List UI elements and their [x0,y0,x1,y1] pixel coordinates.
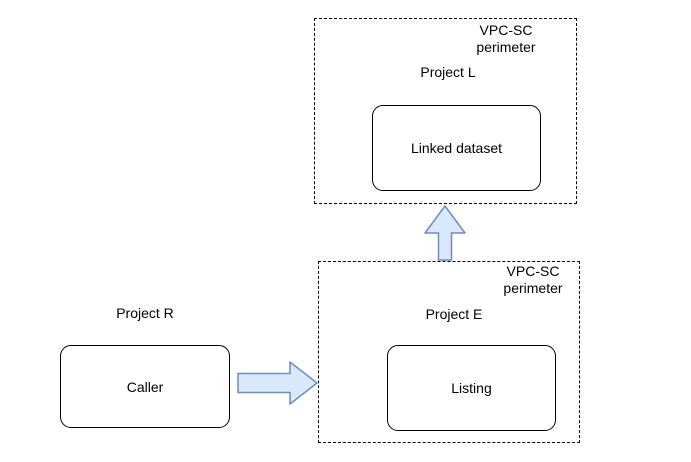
perimeter-e-label-line2: perimeter [503,280,563,296]
listing-node: Listing [387,345,556,431]
arrow-listing-to-linked-dataset-icon [424,205,466,261]
linked-dataset-node-label: Linked dataset [410,140,503,156]
perimeter-box-project-e: VPC-SC perimeter Project E Listing [318,261,580,443]
perimeter-l-label: VPC-SC perimeter [476,22,535,56]
project-e-label: Project E [425,306,483,322]
perimeter-box-project-l: VPC-SC perimeter Project L Linked datase… [314,18,577,204]
perimeter-e-label-line1: VPC-SC [506,263,560,279]
project-l-label: Project L [420,64,476,80]
perimeter-l-label-line2: perimeter [476,39,536,55]
perimeter-e-label: VPC-SC perimeter [503,263,562,297]
arrow-caller-to-listing-icon [237,361,318,405]
project-r-label: Project R [116,305,174,321]
linked-dataset-node: Linked dataset [372,105,541,191]
caller-node: Caller [60,345,230,428]
caller-node-label: Caller [126,378,164,395]
listing-node-label: Listing [451,380,492,396]
perimeter-l-label-line1: VPC-SC [479,22,533,38]
